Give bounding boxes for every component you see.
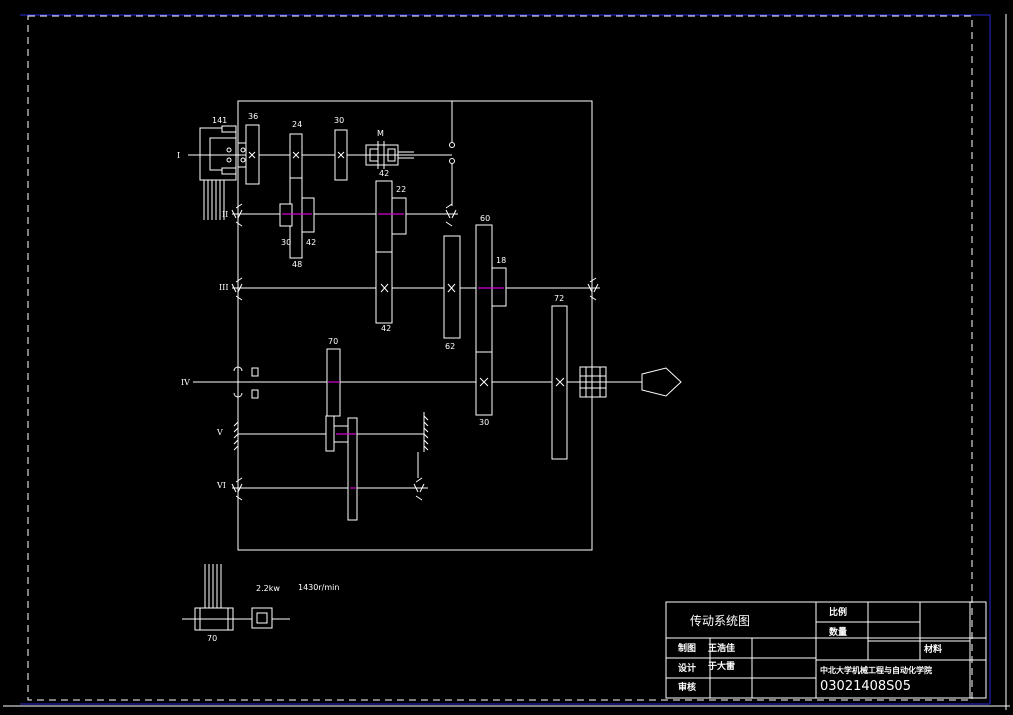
title-block-school: 中北大学机械工程与自动化学院	[820, 665, 932, 675]
spindle-cone	[641, 367, 682, 397]
shaft-label-v: V	[216, 428, 223, 437]
title-block-drawing-title: 传动系统图	[690, 613, 750, 628]
title-block-drawn-name: 王浩佳	[708, 642, 735, 654]
motor-label-70: 70	[207, 634, 217, 643]
gear-label-22: 22	[396, 185, 406, 194]
shaft-v-vi-supports	[231, 412, 429, 501]
title-block-quantity-label: 数量	[829, 626, 847, 638]
gearbox-housing	[237, 100, 593, 551]
title-block-material-label: 材料	[923, 643, 942, 655]
shaft-label-vi: VI	[216, 481, 226, 490]
gear-22	[391, 197, 407, 235]
gear-label-70: 70	[328, 337, 338, 346]
gear-18	[491, 267, 507, 307]
gear-label-62: 62	[445, 342, 455, 351]
sheet-border	[3, 14, 1010, 710]
motor-speed: 1430r/min	[298, 583, 339, 592]
gear-label-42b: 42	[306, 238, 316, 247]
gear-label-24: 24	[292, 120, 302, 129]
gear-label-42a: 42	[379, 169, 389, 178]
shafts	[188, 154, 642, 489]
gear-60-30	[475, 224, 493, 416]
shaft-iv-bearings	[233, 340, 259, 399]
title-block-drawing-code: 03021408S05	[820, 679, 911, 694]
shaft-iii-bearings	[231, 277, 599, 301]
output-coupling	[579, 366, 607, 398]
shaft-ii-bearings	[231, 203, 457, 227]
motor-power: 2.2kw	[256, 584, 280, 593]
gear-label-141: 141	[212, 116, 227, 125]
gear-label-30b: 30	[281, 238, 291, 247]
clutch-m	[365, 141, 414, 169]
shaft-labels: I II III IV V VI	[177, 151, 228, 490]
shaft-label-ii: II	[222, 210, 228, 219]
title-block-scale-label: 比例	[829, 606, 847, 618]
title-block-design-name: 于大雷	[708, 660, 735, 672]
title-block-review-label: 审核	[678, 681, 696, 693]
gear-label-72: 72	[554, 294, 564, 303]
title-block	[665, 601, 987, 699]
gear-label-36: 36	[248, 112, 258, 121]
shaft-label-iii: III	[219, 283, 228, 292]
clutch-label-m: M	[377, 129, 384, 138]
shaft-label-iv: IV	[181, 378, 190, 387]
gear-label-48: 48	[292, 260, 302, 269]
gear-label-30c: 30	[479, 418, 489, 427]
gear-label-42c: 42	[381, 324, 391, 333]
motor	[182, 564, 290, 631]
gear-label-18: 18	[496, 256, 506, 265]
gear-42b	[301, 197, 315, 233]
gear-label-60: 60	[480, 214, 490, 223]
shaft-label-i: I	[177, 151, 180, 160]
title-block-design-label: 设计	[678, 662, 696, 674]
gear-24	[289, 133, 303, 179]
input-pulley-assembly	[199, 125, 246, 220]
shaft-i-right-support	[449, 101, 455, 206]
title-block-drawn-label: 制图	[678, 642, 696, 654]
gear-label-30a: 30	[334, 116, 344, 125]
gear-30b	[279, 203, 293, 227]
